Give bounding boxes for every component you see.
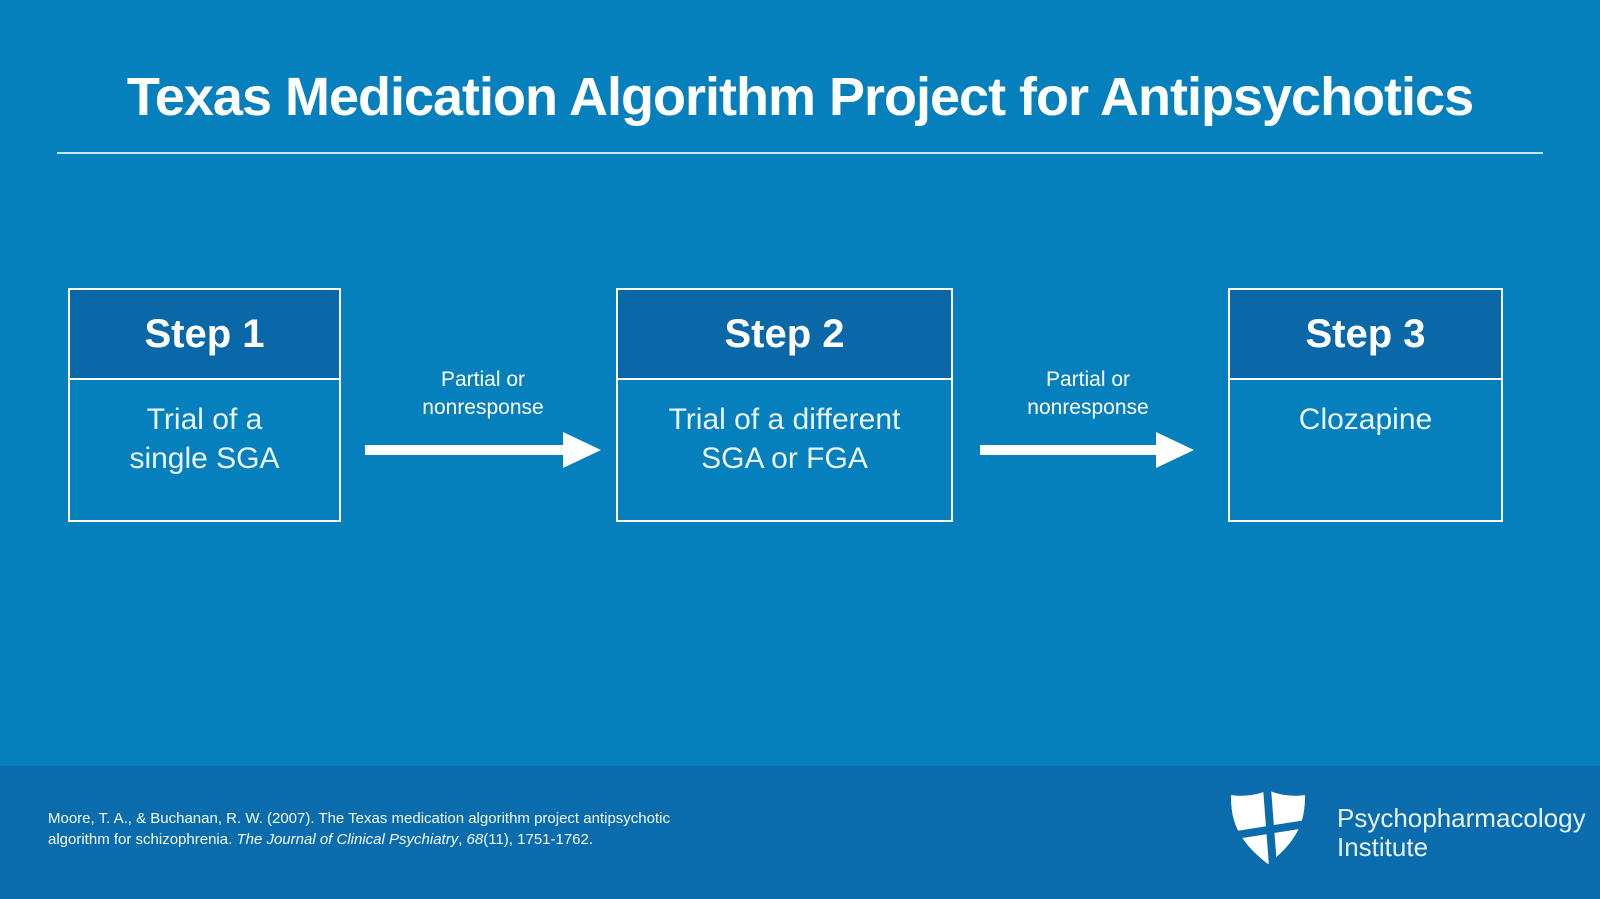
- step-box-3: Step 3 Clozapine: [1228, 288, 1503, 522]
- step-3-label: Step 3: [1305, 311, 1426, 356]
- step-1-body: Trial of a single SGA: [70, 380, 339, 478]
- logo-line-1: Psychopharmacology: [1337, 803, 1586, 833]
- step-box-1: Step 1 Trial of a single SGA: [68, 288, 341, 522]
- arrow-2-label-line-1: Partial or: [1045, 368, 1131, 391]
- citation-line-2: algorithm for schizophrenia. The Journal…: [48, 831, 594, 848]
- arrow-2-icon: [980, 445, 1156, 455]
- step-2-header: Step 2: [618, 290, 951, 380]
- citation: Moore, T. A., & Buchanan, R. W. (2007). …: [48, 808, 670, 850]
- citation-volume: 68: [466, 831, 484, 848]
- citation-journal-title: The Journal of Clinical Psychiatry: [236, 831, 459, 848]
- arrow-1-label: Partial or nonresponse: [353, 366, 613, 422]
- step-1-header: Step 1: [70, 290, 339, 380]
- step-1-body-line-2: single SGA: [129, 442, 280, 475]
- footer-band: Moore, T. A., & Buchanan, R. W. (2007). …: [0, 766, 1600, 899]
- step-1-label: Step 1: [144, 311, 265, 356]
- arrow-1-label-line-1: Partial or: [440, 368, 526, 391]
- step-1-body-line-1: Trial of a: [146, 403, 263, 436]
- step-2-body-line-2: SGA or FGA: [701, 442, 868, 475]
- shield-cross-icon: [1230, 788, 1306, 866]
- arrow-2-label: Partial or nonresponse: [958, 366, 1218, 422]
- step-2-body: Trial of a different SGA or FGA: [618, 380, 951, 478]
- step-2-label: Step 2: [724, 311, 845, 356]
- arrow-1-icon: [365, 445, 563, 455]
- arrow-2-head-icon: [1156, 432, 1194, 468]
- logo-wordmark: Psychopharmacology Institute: [1337, 804, 1586, 862]
- step-3-header: Step 3: [1230, 290, 1501, 380]
- step-3-body-line-1: Clozapine: [1298, 403, 1433, 436]
- step-2-body-line-1: Trial of a different: [668, 403, 901, 436]
- arrow-2-label-line-2: nonresponse: [1027, 396, 1149, 419]
- citation-line-1: Moore, T. A., & Buchanan, R. W. (2007). …: [48, 810, 670, 827]
- logo-line-2: Institute: [1337, 832, 1429, 862]
- step-box-2: Step 2 Trial of a different SGA or FGA: [616, 288, 953, 522]
- step-3-body: Clozapine: [1230, 380, 1501, 439]
- title-underline: [57, 152, 1543, 154]
- arrow-1-head-icon: [563, 432, 601, 468]
- arrow-1-label-line-2: nonresponse: [422, 396, 544, 419]
- slide-title: Texas Medication Algorithm Project for A…: [126, 67, 1474, 127]
